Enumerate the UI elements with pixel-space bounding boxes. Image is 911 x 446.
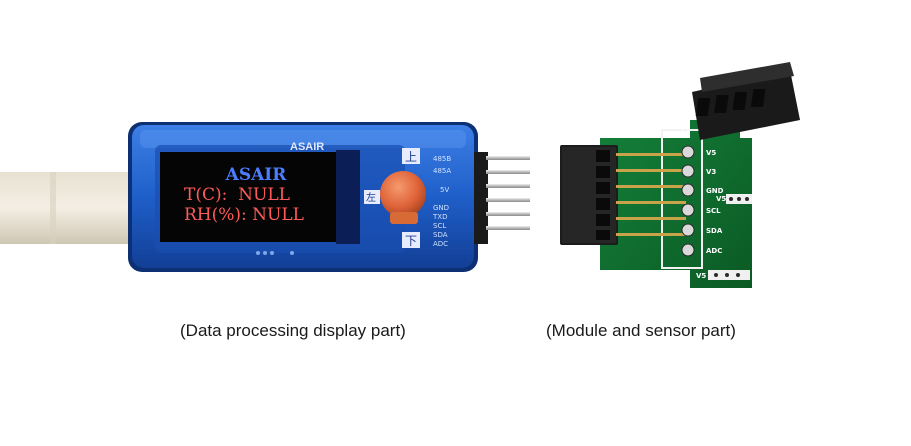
sensor-module: V5 V3 GND SCL SDA ADC V5 V5 V5 — [560, 62, 800, 288]
pin-label-group: 485B 485A 5V GND TXD SCL SDA ADC — [432, 155, 451, 248]
pcb-pin-label: ADC — [706, 247, 722, 255]
button-left-label: 左 — [366, 191, 376, 204]
pcb-pin-label: SDA — [706, 227, 723, 235]
button-down-marker — [402, 232, 420, 248]
pin-label: 485A — [433, 167, 451, 175]
pcb-pin-label: V3 — [706, 168, 716, 176]
pcb-top-label: V5 — [680, 124, 690, 132]
oled-title: ASAIR — [225, 165, 288, 185]
pcb-side-label: V5 — [716, 195, 726, 203]
button-down-label: 下 — [405, 234, 417, 248]
button-left-marker — [364, 190, 380, 204]
pin-label: 5V — [440, 186, 449, 194]
oled-temperature: T(C): NULL — [184, 185, 290, 205]
button-up-label: 上 — [405, 150, 417, 164]
button-up-marker — [402, 148, 420, 164]
orange-button — [380, 171, 426, 217]
oled-screen — [160, 152, 360, 242]
pin-label: TXD — [432, 213, 447, 221]
pcb-pin-label: GND — [706, 187, 724, 195]
caption-left: (Data processing display part) — [180, 321, 406, 340]
case-brand-label: ASAIR — [290, 141, 324, 153]
pin-label: ADC — [433, 240, 448, 248]
pcb-pin-label: SCL — [706, 207, 721, 215]
pin-label: SDA — [433, 231, 448, 239]
pin-label: 485B — [433, 155, 451, 163]
caption-right: (Module and sensor part) — [546, 321, 736, 340]
oled-humidity: RH(%): NULL — [184, 205, 304, 225]
display-device: ASAIR T(C): NULL RH(%): NULL ASAIR 上 下 左… — [128, 122, 478, 272]
pin-label: SCL — [433, 222, 446, 230]
device-header-pins — [474, 152, 530, 244]
pcb-pin-label: V5 — [706, 149, 716, 157]
pcb-bottom-label: V5 — [696, 272, 706, 280]
pin-label: GND — [433, 204, 449, 212]
